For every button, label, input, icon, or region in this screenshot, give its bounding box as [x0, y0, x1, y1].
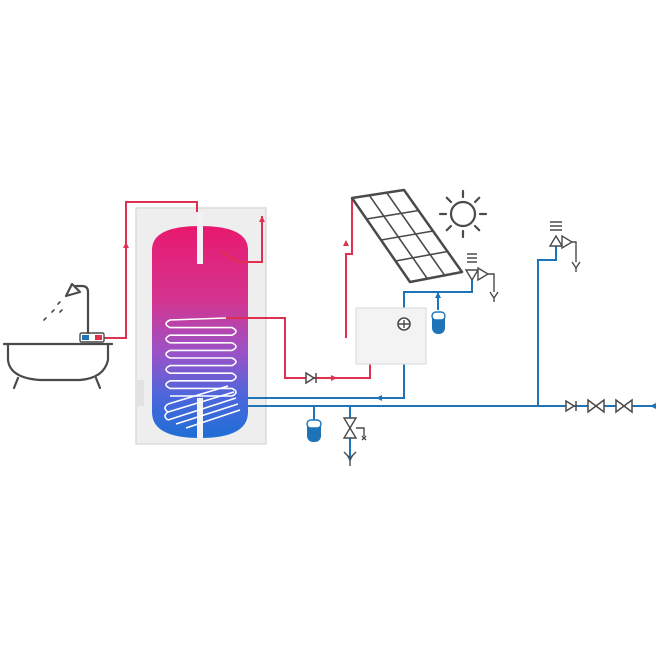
upper-heat-exchanger-coil: [165, 317, 237, 397]
cold-flow-arrows: [347, 292, 656, 462]
sun-ray: [473, 224, 481, 232]
solar-flow-to-panel: [345, 198, 353, 338]
tank-sensor-well: [197, 212, 203, 264]
safety-valve-solar: [464, 253, 499, 302]
solar-expansion-vessel: [431, 311, 446, 334]
panel-grid-row-line: [366, 209, 419, 220]
panel-grid-row-line: [380, 230, 434, 241]
upper-coil-supply: [226, 317, 371, 379]
bathtub-with-shower: [2, 282, 114, 390]
hot-water-piping: [100, 198, 371, 379]
shower-pipe: [74, 284, 90, 335]
shutoff-valve-1: [587, 398, 605, 414]
tank-casing-side-panel: [136, 380, 144, 406]
arrow-return-up: [435, 292, 441, 298]
branch-to-safety-group: [537, 246, 557, 406]
shower-spray: [41, 301, 63, 323]
sun-ray: [445, 196, 453, 204]
drain-funnel: [343, 451, 357, 466]
hot-recirc-loop: [221, 216, 263, 263]
arrow-up-right: [259, 216, 265, 222]
sun-icon: [438, 189, 488, 239]
pump-icon-triangle: [399, 320, 409, 328]
safety-valve-potable: [342, 417, 367, 441]
pump-station: [355, 307, 427, 365]
pump-station-box: [355, 307, 427, 365]
mixing-valve: [79, 332, 105, 343]
bathtub-body: [2, 342, 114, 382]
tank-sensor-well-bottom: [197, 398, 203, 438]
arrow-flow-right: [331, 375, 337, 381]
hot-flow-arrows: [123, 216, 349, 381]
tank-vessel: [152, 226, 248, 438]
panel-grid-row-line: [395, 250, 448, 262]
check-valve-inlet: [565, 399, 576, 413]
lower-heat-exchanger-coil: [164, 385, 241, 429]
coil-loop: [165, 317, 237, 397]
panel-grid: [366, 192, 448, 280]
inlet-valve-group: [565, 398, 633, 414]
check-valve-solar: [305, 371, 317, 385]
safety-valve-group-cold: [548, 221, 581, 272]
potable-expansion-vessel: [306, 419, 322, 442]
solar-collector-panel: [350, 188, 464, 284]
shower-head: [64, 282, 82, 298]
sun-ray: [473, 196, 481, 204]
bathtub-feet: [12, 376, 102, 390]
sun-disc: [449, 200, 477, 228]
arrow-up-left: [123, 242, 129, 248]
arrow-return-left: [376, 395, 382, 401]
shutoff-valve-2: [615, 398, 633, 414]
arrow-to-panel: [343, 240, 349, 246]
sun-ray: [445, 224, 453, 232]
arrow-inlet-left: [650, 403, 656, 409]
storage-tank: [135, 207, 267, 445]
hot-outlet-to-mixer: [100, 201, 198, 339]
